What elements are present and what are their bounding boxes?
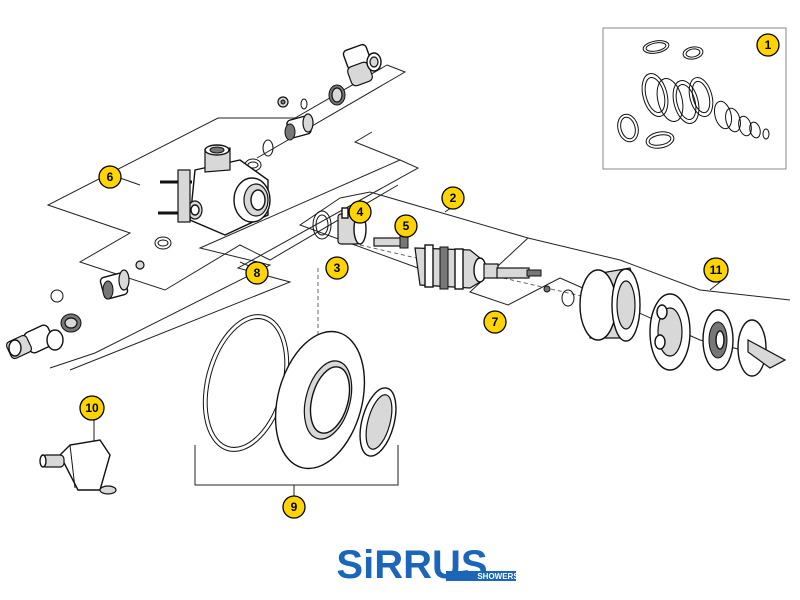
callout-1-label: 1	[765, 38, 772, 52]
callout-10-label: 10	[85, 401, 99, 415]
callout-11: 11	[703, 257, 729, 283]
brand-tagline: SHOWERS	[477, 572, 519, 581]
concealing-plate	[274, 330, 366, 470]
small-washer	[154, 236, 172, 250]
callout-5: 5	[394, 214, 418, 238]
callout-2-label: 2	[450, 191, 457, 205]
shroud-ring	[359, 387, 397, 457]
callout-4: 4	[348, 200, 372, 224]
knob-sleeve	[649, 293, 691, 371]
callout-4-label: 4	[357, 205, 364, 219]
callout-11-label: 11	[710, 263, 723, 277]
lower-connector	[99, 269, 130, 300]
cartridge-shaft	[496, 267, 551, 293]
handle-assembly	[579, 267, 787, 377]
thermostatic-cartridge	[414, 244, 499, 290]
o-ring	[262, 139, 274, 157]
control-knob	[579, 267, 641, 342]
callout-8-label: 8	[254, 266, 261, 280]
callout-1: 1	[756, 33, 780, 57]
callout-7-label: 7	[492, 315, 499, 329]
shower-outlet	[39, 439, 117, 495]
callout-6: 6	[98, 165, 122, 189]
valve-body	[158, 144, 271, 236]
check-valve-connector	[284, 113, 314, 141]
valve-body-assembly	[5, 43, 382, 360]
knob-cap	[702, 309, 734, 371]
cartridge-o-ring	[312, 210, 332, 240]
spindle	[373, 235, 409, 249]
callout-3-label: 3	[334, 261, 341, 275]
callout-2: 2	[441, 186, 465, 210]
callout-3: 3	[325, 256, 349, 280]
callout-7: 7	[483, 310, 507, 334]
callout-9-label: 9	[291, 500, 298, 514]
trim-plate-assembly	[202, 314, 397, 470]
callout-9: 9	[282, 495, 306, 519]
callout-5-label: 5	[403, 219, 410, 233]
lever-handle	[737, 319, 787, 377]
seal-kit-inset	[602, 27, 787, 170]
spindle-washer	[561, 289, 575, 307]
seal-kit-rings	[617, 40, 770, 149]
bottom-elbow-fitting	[5, 324, 64, 360]
callout-10: 10	[79, 395, 105, 421]
top-elbow-fitting	[342, 43, 382, 87]
callout-6-label: 6	[107, 170, 114, 184]
callout-8: 8	[245, 261, 269, 285]
brand-logo: SiRRUS SHOWERS	[336, 543, 519, 587]
